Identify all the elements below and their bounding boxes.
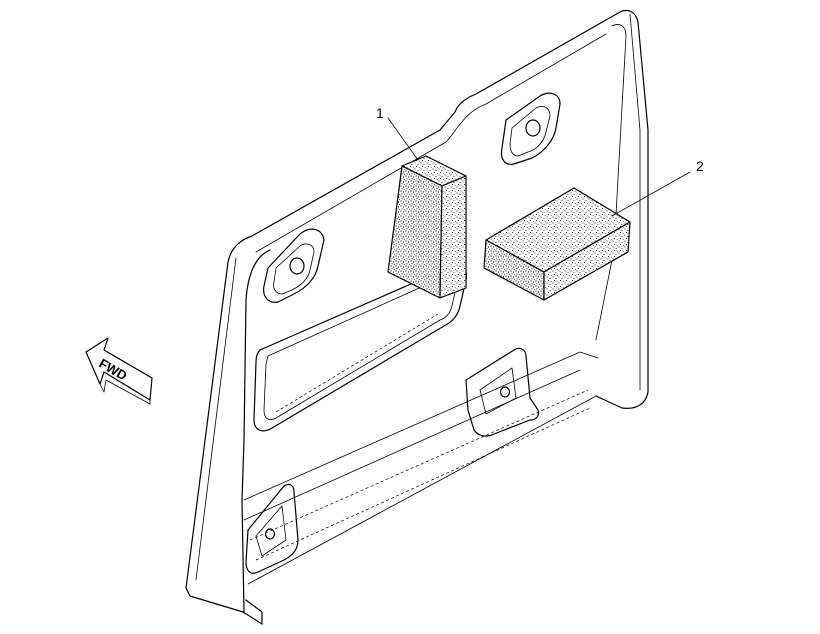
mounting-boss-left	[263, 228, 325, 303]
callout-2: 2	[611, 158, 704, 217]
slot-bracket-right	[465, 347, 540, 437]
callout-2-label: 2	[696, 158, 704, 174]
slot-bracket-left	[245, 483, 299, 574]
fwd-arrow-icon: FWD	[85, 337, 153, 405]
foam-block-2	[483, 187, 631, 301]
callout-1-label: 1	[376, 105, 384, 121]
callout-2-leader	[611, 171, 691, 217]
mounting-boss-right	[500, 92, 561, 165]
callout-1-leader	[387, 117, 419, 161]
foam-block-1	[387, 155, 467, 299]
lower-rail	[243, 351, 599, 585]
panel-outline	[185, 9, 649, 625]
callout-1: 1	[376, 105, 419, 161]
